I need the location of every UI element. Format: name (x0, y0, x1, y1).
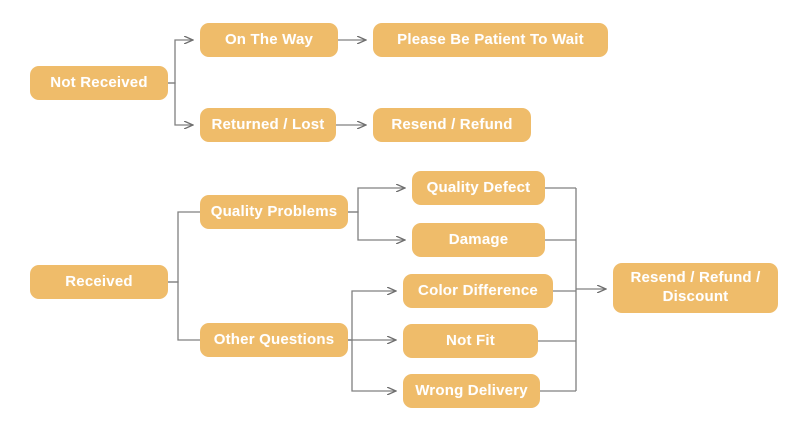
edge-received-to-other-questions (168, 281, 200, 341)
edge-not-received-to-returned-lost (168, 82, 193, 125)
node-label: Other Questions (213, 331, 335, 348)
node-please-be-patient-to-wait[interactable]: Please Be Patient To Wait (373, 23, 608, 57)
edge-quality-problems-to-damage (348, 211, 405, 240)
edge-other-questions-to-color-difference (348, 291, 396, 341)
node-resend-refund-discount[interactable]: Resend / Refund / Discount (613, 263, 778, 313)
node-label: Resend / Refund (391, 116, 513, 133)
edge-other-questions-to-wrong-delivery (348, 339, 396, 391)
node-not-fit[interactable]: Not Fit (403, 324, 538, 358)
node-label: Color Difference (418, 282, 538, 299)
node-label: Not Received (50, 74, 148, 91)
node-label: Please Be Patient To Wait (397, 31, 584, 48)
edge-received-to-quality-problems (168, 211, 200, 283)
node-other-questions[interactable]: Other Questions (200, 323, 348, 357)
node-label: Quality Defect (426, 179, 531, 196)
node-color-difference[interactable]: Color Difference (403, 274, 553, 308)
node-label: Resend / Refund / Discount (630, 269, 761, 305)
node-damage[interactable]: Damage (412, 223, 545, 257)
node-not-received[interactable]: Not Received (30, 66, 168, 100)
node-label: Wrong Delivery (415, 382, 528, 399)
node-quality-defect[interactable]: Quality Defect (412, 171, 545, 205)
node-label: On The Way (224, 31, 314, 48)
node-quality-problems[interactable]: Quality Problems (200, 195, 348, 229)
node-wrong-delivery[interactable]: Wrong Delivery (403, 374, 540, 408)
node-label: Damage (448, 231, 509, 248)
node-returned-lost[interactable]: Returned / Lost (200, 108, 336, 142)
node-label: Returned / Lost (211, 116, 325, 133)
node-label: Quality Problems (210, 203, 338, 220)
edge-not-received-to-on-the-way (168, 40, 193, 84)
node-label: Received (65, 273, 133, 290)
node-on-the-way[interactable]: On The Way (200, 23, 338, 57)
node-received[interactable]: Received (30, 265, 168, 299)
node-resend-refund[interactable]: Resend / Refund (373, 108, 531, 142)
edge-quality-problems-to-quality-defect (348, 188, 405, 213)
node-label: Not Fit (446, 332, 495, 349)
